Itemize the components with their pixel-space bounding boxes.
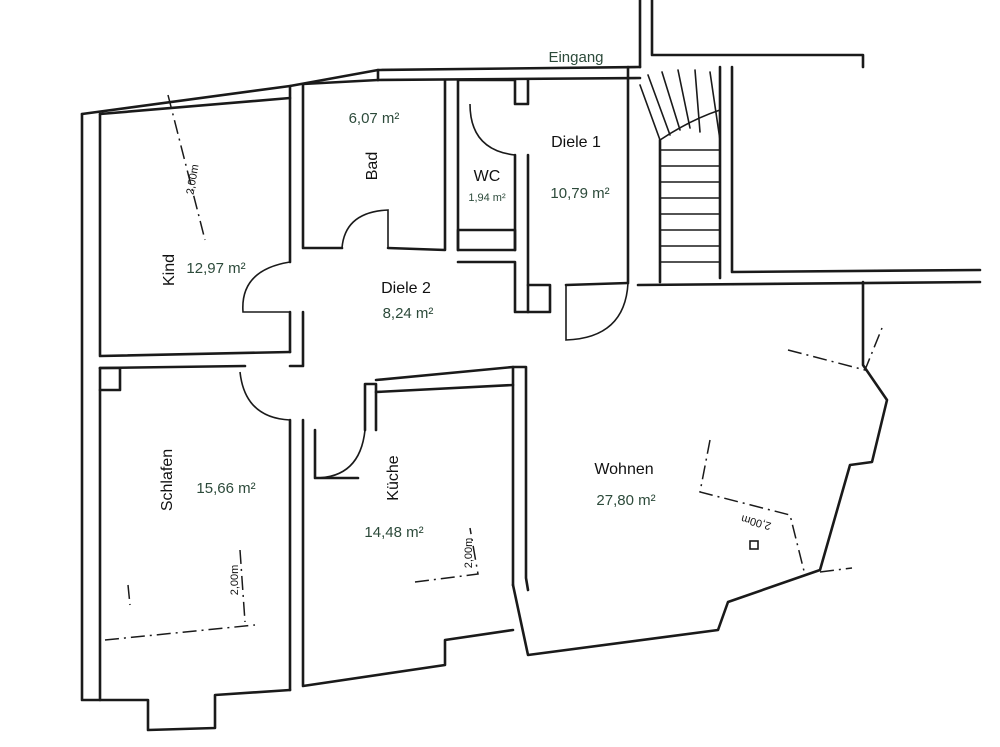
kueche-area: 14,48 m² (364, 524, 423, 541)
kind-dimension: 2,00m (184, 163, 201, 195)
diele2-area: 8,24 m² (383, 305, 434, 322)
kueche-name: Küche (385, 455, 402, 500)
wohnen-area: 27,80 m² (596, 492, 655, 509)
slope-lines (104, 94, 883, 641)
kind-name: Kind (161, 254, 178, 286)
doors (239, 103, 629, 479)
schlafen-dimension: 2,00m (229, 565, 241, 596)
wohnen-dimension: 2,00m (740, 512, 773, 532)
schlafen-name: Schlafen (159, 449, 176, 511)
bad-name: Bad (364, 152, 381, 180)
schlafen-area: 15,66 m² (196, 480, 255, 497)
wc-area: 1,94 m² (468, 192, 506, 204)
diele2-name: Diele 2 (381, 280, 431, 297)
bad-area: 6,07 m² (349, 110, 400, 127)
walls (80, 0, 982, 732)
kind-area: 12,97 m² (186, 260, 245, 277)
entrance-label: Eingang (548, 49, 603, 66)
kueche-dimension: 2,00m (463, 538, 475, 569)
staircase (639, 69, 721, 263)
wohnen-name: Wohnen (594, 461, 653, 478)
diele1-area: 10,79 m² (550, 185, 609, 202)
wc-name: WC (474, 168, 501, 185)
diele1-name: Diele 1 (551, 134, 601, 151)
